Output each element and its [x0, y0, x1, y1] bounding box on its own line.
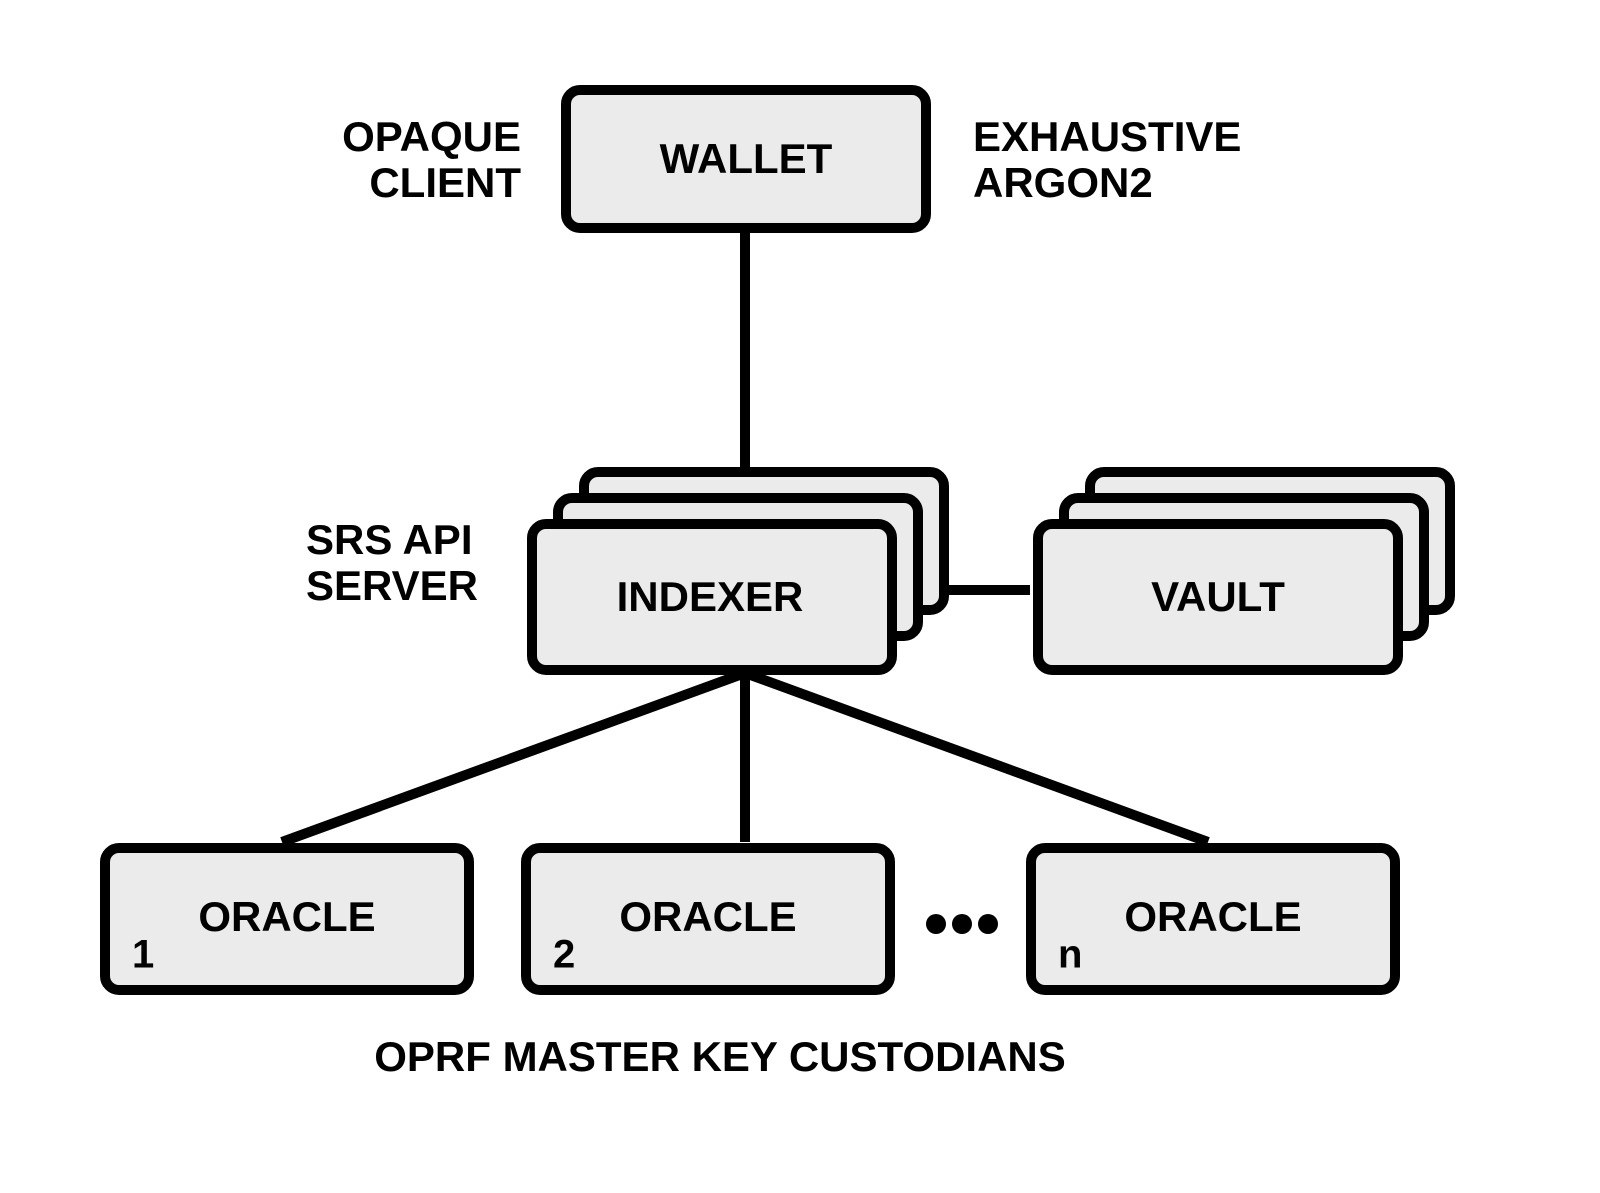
edge-indexer-oracle-n [743, 668, 1210, 847]
exhaustive-argon2-label-line2: ARGON2 [973, 159, 1153, 206]
oracle-index-2: 2 [553, 933, 575, 977]
oracle-node-2: ORACLE 2 [521, 843, 895, 995]
oracle-label-1: ORACLE [198, 893, 375, 940]
indexer-label: INDEXER [617, 573, 804, 620]
wallet-label: WALLET [660, 135, 833, 182]
oracle-label-2: ORACLE [619, 893, 796, 940]
opaque-client-label-line2: CLIENT [369, 159, 521, 206]
oracle-node-n: ORACLE n [1026, 843, 1400, 995]
vault-box-front [1033, 519, 1403, 675]
oracle-box-1 [100, 843, 474, 995]
oprf-caption: OPRF MASTER KEY CUSTODIANS [374, 1033, 1066, 1080]
vault-node: VAULT [1033, 467, 1455, 675]
exhaustive-argon2-label-line1: EXHAUSTIVE [973, 113, 1241, 160]
opaque-client-label-line1: OPAQUE [342, 113, 521, 160]
indexer-box-front [527, 519, 897, 675]
srs-api-server-label-line1: SRS API [306, 516, 472, 563]
oracle-box-2 [521, 843, 895, 995]
ellipsis-icon [926, 914, 998, 934]
vault-label: VAULT [1151, 573, 1285, 620]
oracle-box-n [1026, 843, 1400, 995]
oracle-label-n: ORACLE [1124, 893, 1301, 940]
oracle-index-1: 1 [132, 933, 154, 977]
wallet-box [561, 85, 931, 233]
wallet-node: WALLET [561, 85, 931, 233]
srs-api-server-label-line2: SERVER [306, 562, 478, 609]
oracle-node-1: ORACLE 1 [100, 843, 474, 995]
oracle-index-n: n [1058, 933, 1082, 977]
edge-indexer-oracle-1 [280, 668, 747, 847]
indexer-node: INDEXER [527, 467, 949, 675]
